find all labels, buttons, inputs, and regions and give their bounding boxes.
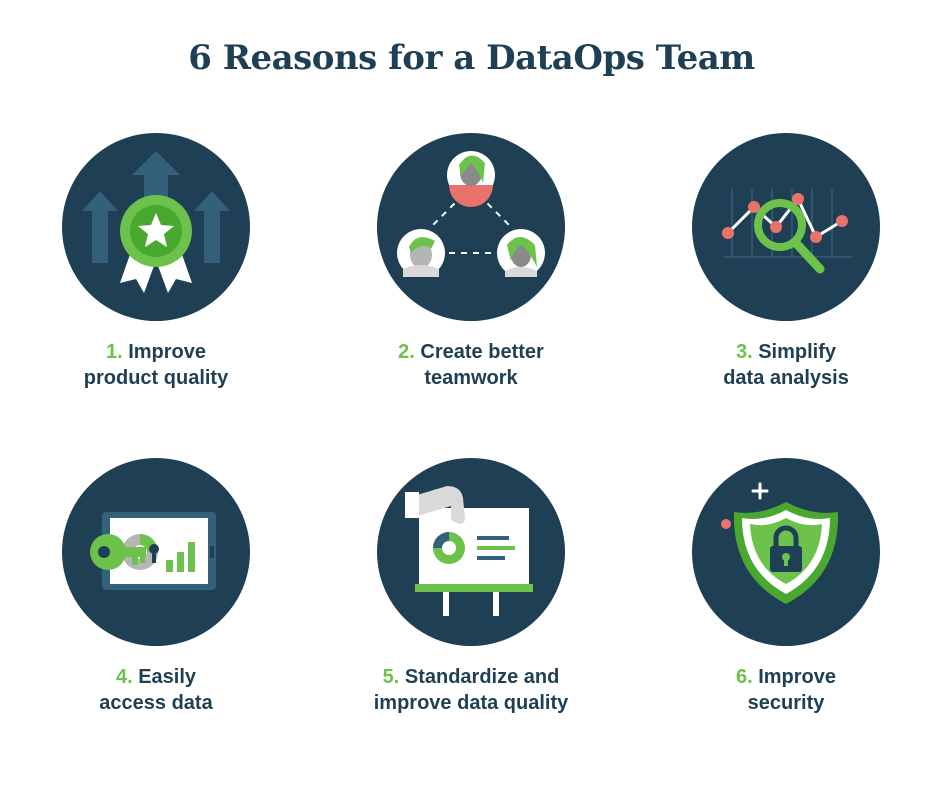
presentation-board-icon: [377, 458, 565, 646]
reason-text-line2: teamwork: [424, 367, 518, 389]
reason-card-1: 1. Improve product quality: [26, 133, 286, 391]
reason-card-5: 5. Standardize and improve data quality: [341, 458, 601, 716]
team-network-icon: [377, 133, 565, 321]
reason-caption-2: 2. Create better teamwork: [341, 339, 601, 391]
reason-card-3: 3. Simplify data analysis: [656, 133, 916, 391]
reason-number: 2.: [398, 341, 415, 363]
reason-number: 5.: [382, 666, 400, 688]
reason-text-line2: improve data quality: [373, 692, 569, 714]
reason-text-line1: Easily: [138, 666, 197, 688]
reason-text-line1: Standardize and: [404, 666, 560, 688]
reason-text-line2: product quality: [83, 367, 229, 389]
reason-text-line1: Simplify: [758, 341, 837, 363]
reason-caption-5: 5. Standardize and improve data quality: [341, 664, 601, 716]
reason-text-line1: Create better: [420, 341, 544, 363]
reason-number: 6.: [735, 666, 753, 688]
reason-caption-3: 3. Simplify data analysis: [656, 339, 916, 391]
ribbon-award-icon: [62, 133, 250, 321]
reason-card-4: 4. Easily access data: [26, 458, 286, 716]
key-tablet-icon: [62, 458, 250, 646]
reason-caption-4: 4. Easily access data: [26, 664, 286, 716]
reason-text-line2: security: [747, 692, 825, 714]
page-title: 6 Reasons for a DataOps Team: [188, 38, 755, 78]
reason-number: 3.: [735, 341, 753, 363]
reason-card-6: 6. Improve security: [656, 458, 916, 716]
reason-caption-6: 6. Improve security: [656, 664, 916, 716]
reason-text-line1: Improve: [758, 666, 837, 688]
magnifier-chart-icon: [692, 133, 880, 321]
reason-number: 1.: [105, 341, 123, 363]
reason-text-line2: access data: [99, 692, 213, 714]
reason-number: 4.: [115, 666, 133, 688]
shield-lock-icon: [692, 458, 880, 646]
reason-card-2: 2. Create better teamwork: [341, 133, 601, 391]
reason-text-line1: Improve: [128, 341, 207, 363]
reason-text-line2: data analysis: [723, 367, 849, 389]
reason-caption-1: 1. Improve product quality: [26, 339, 286, 391]
